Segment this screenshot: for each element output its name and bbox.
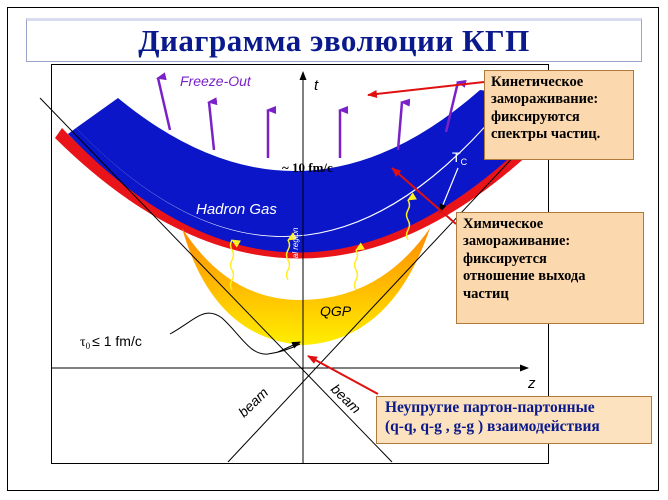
title-bar: Диаграмма эволюции КГП [26, 18, 642, 62]
inelastic-pointer [307, 355, 379, 395]
tc-label: TC [452, 149, 468, 167]
central-region-label: central region [291, 227, 300, 276]
z-axis-label: z [527, 375, 536, 392]
emission-arrows [229, 192, 417, 291]
qgp-region [182, 228, 430, 345]
freeze-out-arrows [156, 72, 467, 158]
time-mark-label: ~ 10 fm/c [282, 160, 333, 175]
red-band [55, 120, 548, 259]
hadron-gas-region [68, 98, 545, 253]
note-chemical-freezeout: Химическое замораживание: фиксируется от… [456, 212, 644, 324]
beam-line-right [227, 119, 549, 463]
note-kinetic-freezeout: Кинетическое замораживание: фиксируются … [484, 70, 634, 160]
tau-pointer [277, 341, 301, 353]
hadron-gas-label: Hadron Gas [196, 201, 277, 218]
chemical-pointer [391, 167, 457, 225]
note-inelastic-interactions: Неупругие партон-партонные (q-q, q-g , g… [376, 396, 652, 444]
beam-left-label: beam [235, 384, 272, 420]
initial-wave [169, 312, 301, 355]
freeze-out-label: Freeze-Out [180, 73, 252, 89]
kinetic-pointer [367, 81, 485, 98]
beam-line-left [39, 97, 393, 463]
beam-right-label: beam [328, 381, 365, 417]
tau-label: τ0≤ 1 fm/c [80, 333, 142, 351]
slide-title: Диаграмма эволюции КГП [138, 23, 530, 58]
qgp-label: QGP [320, 303, 352, 319]
hadron-gas-top [76, 90, 512, 237]
t-axis-label: t [314, 77, 319, 94]
tc-pointer [439, 167, 459, 213]
slide-frame [7, 7, 659, 491]
